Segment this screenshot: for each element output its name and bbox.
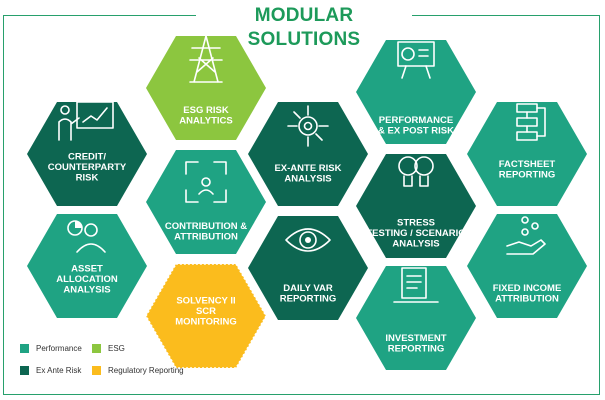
hex-shape-factsheet [467, 102, 587, 206]
legend-swatch-regulatory-reporting [92, 366, 101, 375]
hex-label-contribution: CONTRIBUTION & [165, 221, 247, 232]
legend-swatch-performance [20, 344, 29, 353]
eye-icon [285, 228, 331, 252]
hex-label-factsheet: FACTSHEET [499, 159, 556, 170]
hex-label-exante: EX-ANTE RISK [274, 163, 341, 174]
hex-shape-perf_expost [356, 40, 476, 144]
hex-shape-fixedincome [467, 214, 587, 318]
hex-shape-credit [27, 102, 147, 206]
hex-label-contribution: ATTRIBUTION [174, 231, 238, 242]
hex-label-esg: ESG RISK [183, 105, 229, 116]
hex-label-esg: ANALYTICS [179, 115, 233, 126]
hex-label-factsheet: REPORTING [499, 169, 555, 180]
hex-label-solvency: SCR [196, 306, 216, 317]
hex-shape-asset [27, 214, 147, 318]
hex-label-dailyvar: DAILY VAR [283, 283, 333, 294]
legend: Performance ESG Ex Ante Risk Regulatory … [20, 342, 240, 382]
arrows-person-icon [185, 161, 227, 203]
presentation-chart-icon [58, 101, 114, 141]
hex-label-fixedincome: FIXED INCOME [493, 283, 562, 294]
hex-label-investment: INVESTMENT [385, 333, 446, 344]
easel-chart-icon [397, 41, 435, 79]
person-pie-icon [67, 220, 106, 253]
hex-label-stress: ANALYSIS [392, 239, 439, 250]
hex-label-perf_expost: & EX POST RISK [378, 125, 454, 136]
legend-item-esg: ESG [92, 344, 125, 353]
legend-swatch-esg [92, 344, 101, 353]
power-tower-icon [189, 35, 223, 83]
hex-shape-exante [248, 102, 368, 206]
hex-label-stress: STRESS [397, 218, 435, 229]
hex-label-asset: ASSET [71, 264, 103, 275]
hex-shape-solvency [145, 263, 267, 369]
hex-label-dailyvar: REPORTING [280, 293, 336, 304]
hex-shape-esg [146, 36, 266, 140]
hex-label-stress: TESTING / SCENARIO [366, 228, 465, 239]
flowchart-icon [516, 103, 546, 141]
legend-item-performance: Performance [20, 344, 82, 353]
legend-label: ESG [108, 344, 125, 353]
hex-label-credit: COUNTERPARTY [48, 162, 127, 173]
diagram-title: MODULAR SOLUTIONS [196, 4, 412, 50]
lightbulbs-icon [398, 156, 434, 187]
legend-item-regulatory-reporting: Regulatory Reporting [92, 366, 184, 375]
legend-label: Ex Ante Risk [36, 366, 82, 375]
hex-label-credit: RISK [76, 173, 99, 184]
legend-item-ex-ante-risk: Ex Ante Risk [20, 366, 81, 375]
hex-label-solvency: SOLVENCY II [176, 296, 235, 307]
legend-label: Performance [36, 344, 82, 353]
gear-circuit-icon [287, 105, 329, 147]
hex-label-solvency: MONITORING [175, 317, 237, 328]
hand-coins-icon [506, 216, 546, 255]
hex-shape-dailyvar [248, 216, 368, 320]
hex-shape-contribution [146, 150, 266, 254]
hex-label-credit: CREDIT/ [68, 152, 106, 163]
hex-label-investment: REPORTING [388, 343, 444, 354]
hex-perf_expost: PERFORMANCE& EX POST RISK [356, 40, 476, 144]
hex-label-perf_expost: PERFORMANCE [379, 115, 453, 126]
legend-label: Regulatory Reporting [108, 366, 184, 375]
hex-label-asset: ALLOCATION [56, 274, 118, 285]
hex-contribution: CONTRIBUTION &ATTRIBUTION [146, 150, 266, 254]
hex-shape-investment [356, 266, 476, 370]
hex-label-asset: ANALYSIS [63, 285, 110, 296]
hex-label-exante: ANALYSIS [284, 173, 331, 184]
document-pen-icon [393, 267, 439, 303]
legend-swatch-ex-ante-risk [20, 366, 29, 375]
hex-shape-stress [356, 154, 476, 258]
hex-label-fixedincome: ATTRIBUTION [495, 293, 559, 304]
